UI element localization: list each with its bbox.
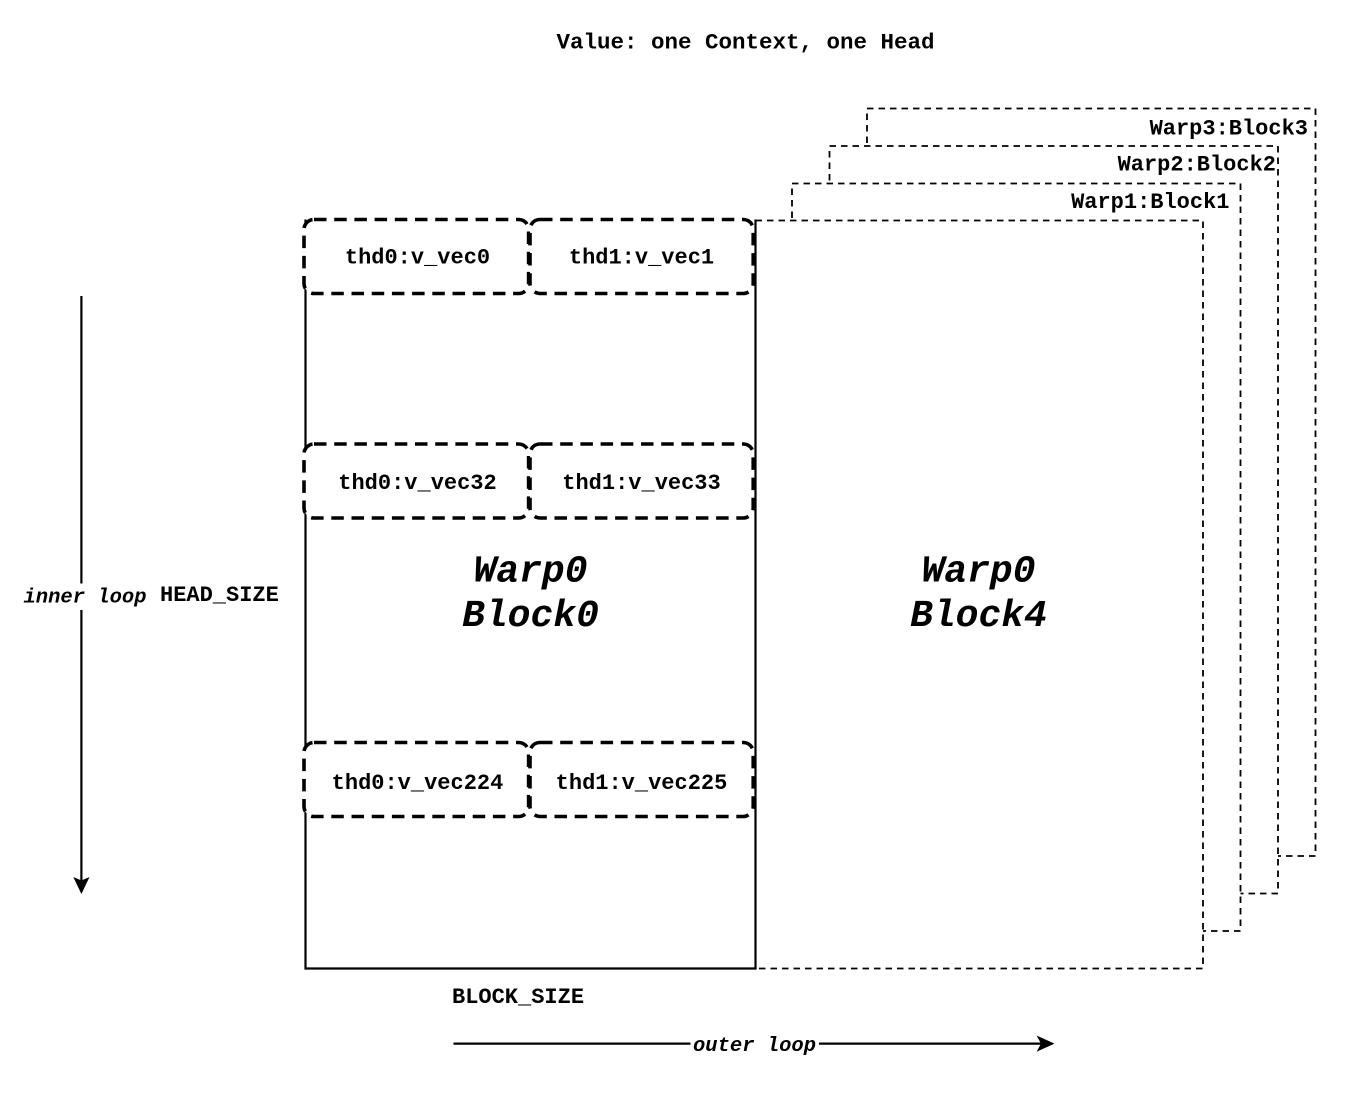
svg-text:thd1:v_vec33: thd1:v_vec33 xyxy=(562,471,720,496)
svg-text:thd1:v_vec1: thd1:v_vec1 xyxy=(569,246,714,271)
svg-text:Warp0: Warp0 xyxy=(473,551,587,594)
svg-text:Block0: Block0 xyxy=(462,595,599,638)
svg-text:thd0:v_vec224: thd0:v_vec224 xyxy=(332,771,504,796)
svg-text:Warp0: Warp0 xyxy=(921,551,1035,594)
svg-text:outer loop: outer loop xyxy=(693,1035,816,1058)
svg-text:Warp2:Block2: Warp2:Block2 xyxy=(1118,153,1276,178)
svg-text:HEAD_SIZE: HEAD_SIZE xyxy=(160,583,279,608)
svg-text:thd0:v_vec0: thd0:v_vec0 xyxy=(345,246,490,271)
svg-text:BLOCK_SIZE: BLOCK_SIZE xyxy=(452,985,584,1010)
svg-text:Value: one Context, one Head: Value: one Context, one Head xyxy=(556,30,934,56)
svg-text:Warp3:Block3: Warp3:Block3 xyxy=(1150,117,1308,142)
svg-text:thd1:v_vec225: thd1:v_vec225 xyxy=(556,771,728,796)
svg-text:inner loop: inner loop xyxy=(24,587,147,610)
svg-text:Warp1:Block1: Warp1:Block1 xyxy=(1071,190,1229,215)
svg-text:thd0:v_vec32: thd0:v_vec32 xyxy=(338,471,496,496)
svg-text:Block4: Block4 xyxy=(910,595,1047,638)
